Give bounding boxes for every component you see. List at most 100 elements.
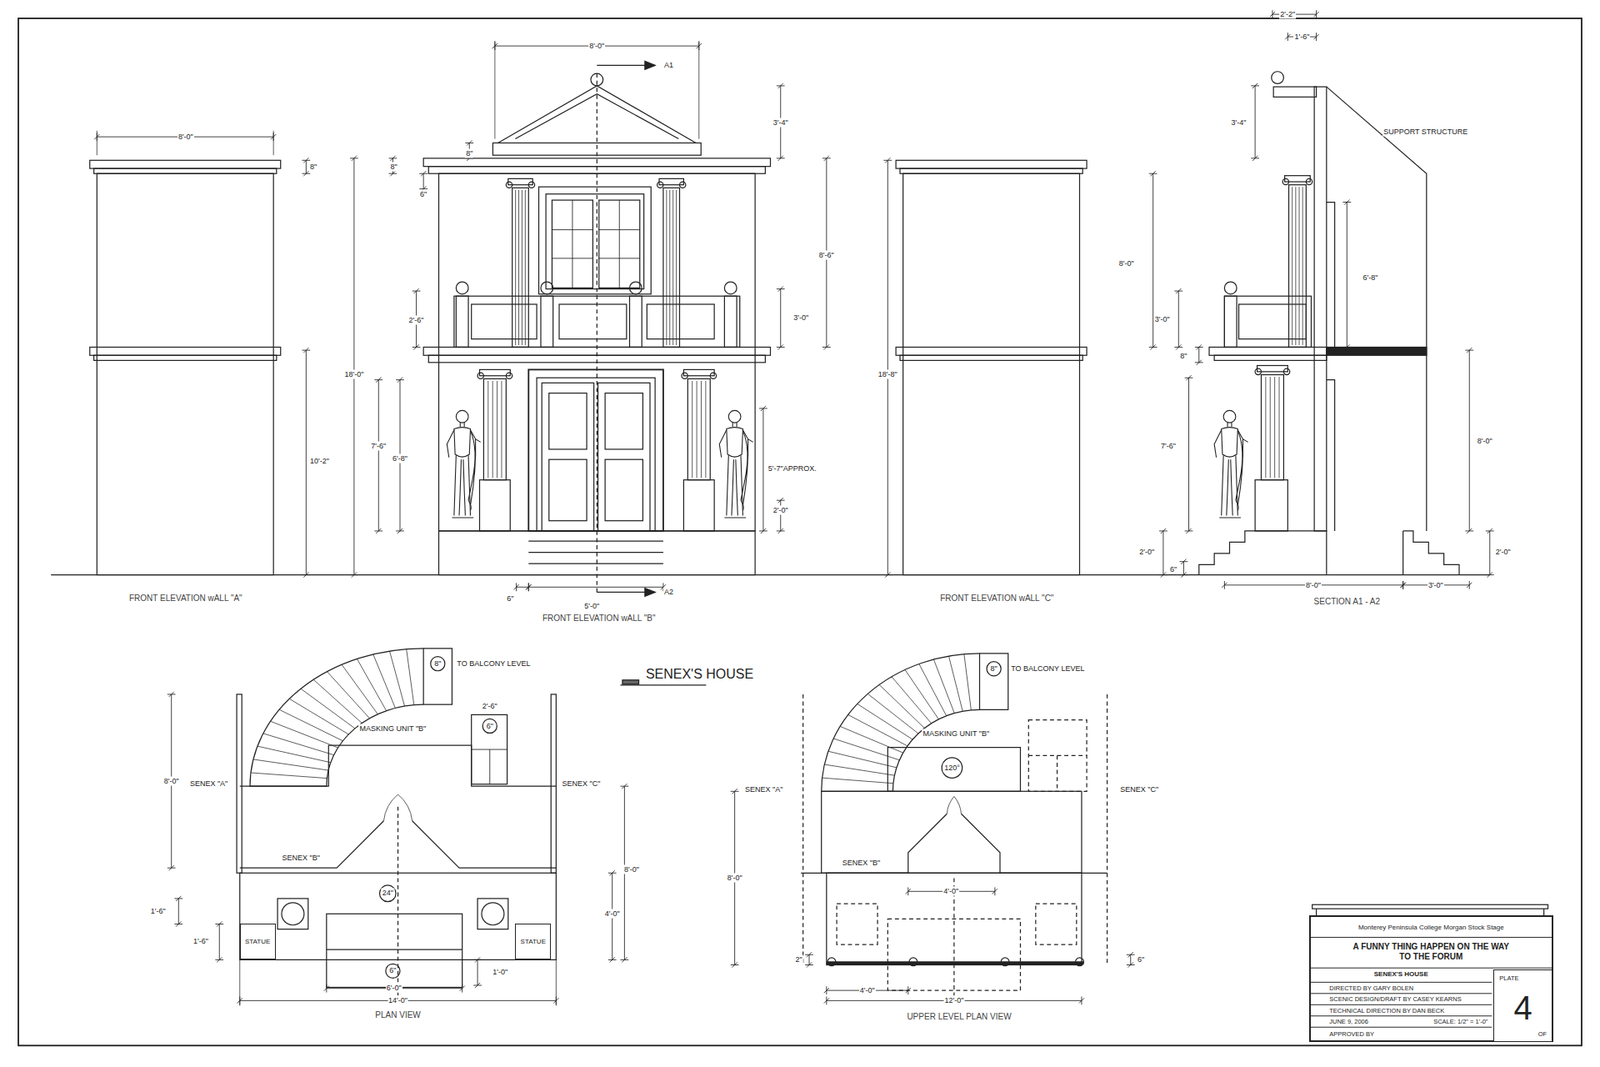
title-block-text: SENEX'S HOUSE [1373,970,1430,979]
baluster-post [1224,295,1237,347]
dimension-line [1185,375,1194,534]
dimension-label: 8'-0" [1118,258,1135,268]
stair-landing [979,653,980,710]
dimension-label: SENEX "B" [281,852,321,862]
dimension-line [1400,580,1473,590]
dimension-label: 6" [388,965,397,975]
column-fluting [488,380,502,478]
dimension-line [465,140,474,160]
column-shaft [663,187,680,347]
dimension-line [776,286,785,350]
rail-post [909,957,918,966]
window-frame [545,194,645,290]
dimension-line [1174,288,1183,350]
column-fluting [1265,376,1280,478]
dimension-label: 8'-0" [177,132,195,142]
cornice [895,346,1087,355]
dimension-label: 8" [309,161,318,171]
stair-landing [423,648,425,705]
column-fluting [1292,186,1303,345]
view-caption: FRONT ELEVATION wALL "C" [939,593,1055,604]
heading-underline [620,684,706,685]
column-volute [1305,178,1312,185]
dimension-line [1180,559,1189,578]
dimension-line [1285,32,1319,41]
balcony [1224,295,1311,347]
dimension-label: SENEX "A" [744,784,784,794]
door-panel [605,393,643,450]
dimension-line [883,157,892,577]
pedestal-circle [481,902,505,925]
dimension-label: 7'-6" [370,441,387,451]
arrowhead [645,60,655,596]
balcony-rail [826,960,1085,965]
dimension-label: 7'-6" [1160,441,1177,451]
balcony-panel [559,304,627,340]
dimension-line [824,995,1085,1005]
dimension-label: 3'-0" [792,312,810,322]
stairs-right [1403,530,1460,575]
dimension-line [1159,528,1168,578]
dimension-line [419,170,428,191]
door-frame [528,369,664,531]
dimension-label: 12'-0" [943,995,965,1005]
steps [528,540,664,564]
support-band [1326,346,1427,355]
door-panel [549,459,587,520]
column-volute [710,372,716,379]
rail-post [827,957,836,966]
wall-offset [1326,202,1335,531]
dimension-line [824,985,911,995]
statue-figure [719,410,753,518]
view-caption: FRONT ELEVATION wALL "A" [128,593,244,604]
extension-line [495,40,700,140]
dimension-label: 3'-4" [1230,117,1248,127]
dimension-label: 8" [465,148,474,158]
cornice-molding [900,168,1083,174]
dimension-label: 8" [1179,351,1188,361]
view-caption: FRONT ELEVATION wALL "B" [541,613,657,624]
spiral-stair [821,653,1009,791]
baluster-post [455,295,469,347]
pedestal-plan [277,898,309,930]
dimension-line [1221,580,1405,590]
stair-treads [822,654,972,784]
title-block-text: DIRECTED BY GARY BOLEN [1328,983,1415,991]
window-muntins [551,200,640,288]
dimension-line [514,582,532,591]
side-wall [550,694,556,873]
dimension-label: 2'-6" [481,701,499,711]
statue-figure [1214,410,1248,518]
door-frame [536,377,655,531]
column-shaft [1289,185,1307,348]
wall-section [1314,86,1327,531]
title-block-text: TECHNICAL DIRECTION BY DAN BECK [1328,1005,1445,1014]
plate-box-text: PLATE [1498,973,1520,981]
baluster-ball [1224,281,1237,295]
dimension-label: 1'-6" [192,935,210,945]
baluster-post [630,295,643,347]
cornice-molding [900,355,1083,360]
dimension-label: SENEX "C" [1119,784,1160,794]
column-shaft [512,187,530,347]
door-swing [946,795,961,814]
heading-icon [622,680,640,685]
drawing-title: SENEX'S HOUSE [645,666,755,682]
side-wall [236,694,242,873]
callout-circle [380,885,397,902]
view-caption: UPPER LEVEL PLAN VIEW [905,1011,1012,1022]
column-volute [477,372,484,379]
column-volute [528,181,535,188]
dimension-line [350,155,359,578]
dimension-label: MASKING UNIT "B" [359,724,428,734]
title-block-text: SCALE: 1/2" = 1'-0" [1432,1017,1489,1025]
senex-b-wall [800,813,1107,873]
column-volute [680,181,686,188]
callout-circle [986,661,1001,676]
cornice [90,160,281,169]
dimension-label: 8" [990,664,999,674]
cornice [895,160,1087,169]
dimension-line [1270,10,1320,19]
dimension-label: 8'-0" [726,873,744,883]
column-fluting [692,380,706,478]
